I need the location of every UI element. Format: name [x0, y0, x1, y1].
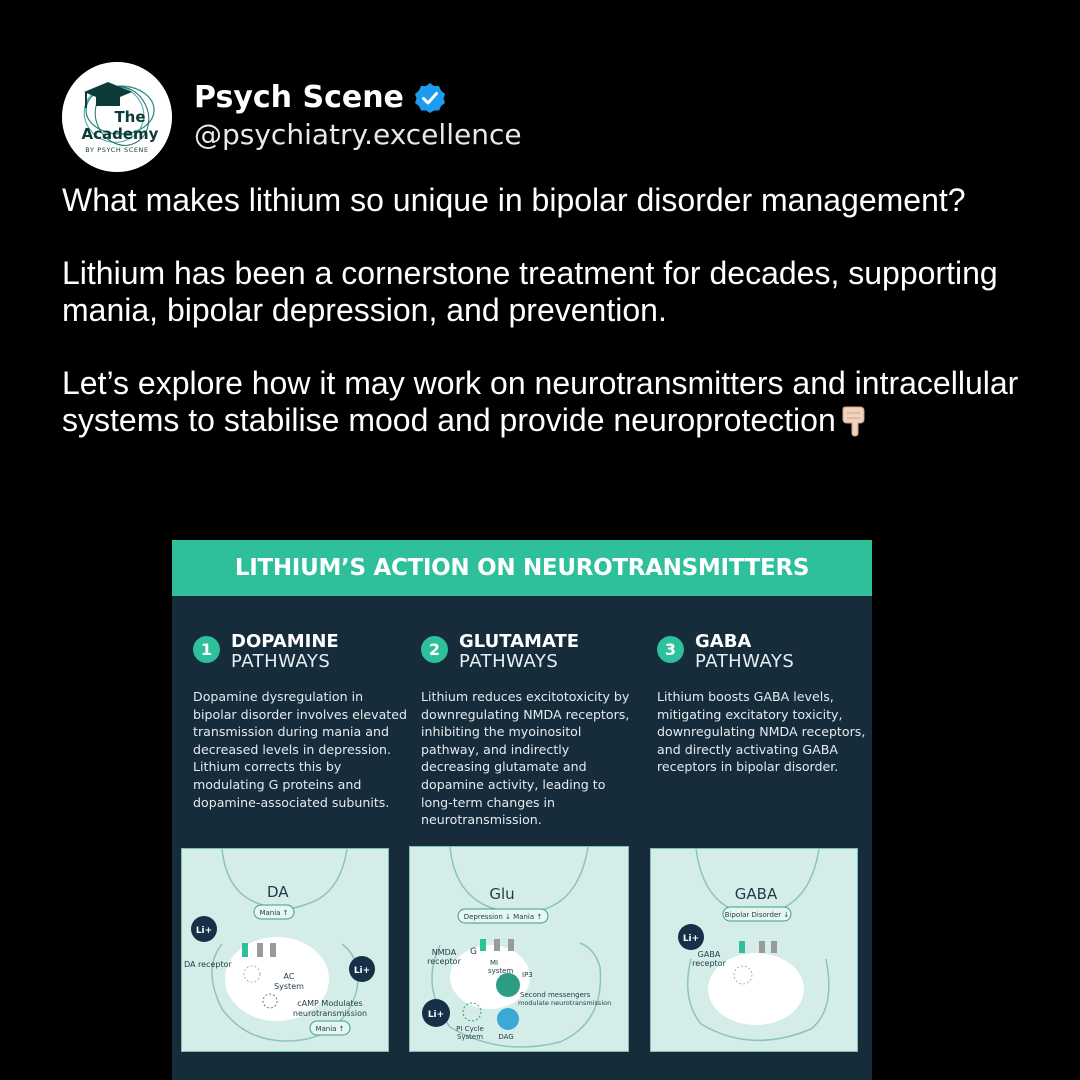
- column-heading: GABA PATHWAYS: [695, 632, 794, 672]
- tweet-paragraph: Lithium has been a cornerstone treatment…: [62, 255, 998, 328]
- svg-text:Academy: Academy: [82, 125, 159, 143]
- diagram-title: GABA: [735, 885, 778, 903]
- neurotransmission-label: neurotransmission: [293, 1009, 367, 1018]
- diagram-tag: Mania ↑: [259, 909, 288, 917]
- card-title: LITHIUM’S ACTION ON NEUROTRANSMITTERS: [234, 555, 810, 581]
- lithium-ion-label: Li+: [428, 1010, 444, 1020]
- receptor-label: DA receptor: [184, 960, 233, 969]
- g-protein-label: G: [470, 947, 477, 957]
- column-heading: GLUTAMATE PATHWAYS: [459, 632, 579, 672]
- lithium-ion-label: Li+: [354, 966, 370, 976]
- diagram-tag: Bipolar Disorder ↓: [725, 911, 790, 919]
- profile-handle[interactable]: @psychiatry.excellence: [194, 118, 522, 151]
- svg-text:The: The: [114, 108, 145, 126]
- gaba-label: GABA: [698, 950, 721, 959]
- backhand-index-pointing-down-icon: [842, 406, 865, 437]
- glutamate-diagram: Glu Depression ↓ Mania ↑ NMDA receptor G…: [409, 846, 629, 1052]
- gaba-diagram: GABA Bipolar Disorder ↓ Li+ GABA recepto…: [650, 848, 858, 1052]
- svg-text:BY PSYCH SCENE: BY PSYCH SCENE: [85, 146, 148, 154]
- ip3-label: IP3: [522, 971, 533, 979]
- step-number: 1: [193, 636, 220, 663]
- system-label: System: [274, 982, 304, 991]
- column-subtitle: PATHWAYS: [695, 651, 795, 672]
- column-subtitle: PATHWAYS: [231, 651, 331, 672]
- card-banner: LITHIUM’S ACTION ON NEUROTRANSMITTERS: [172, 540, 872, 596]
- verified-badge-icon: [414, 82, 445, 113]
- receptor-label: receptor: [427, 957, 461, 966]
- system-label: system: [488, 967, 513, 975]
- nmda-label: NMDA: [432, 948, 457, 957]
- diagram-tag: Mania ↑: [315, 1025, 344, 1033]
- tweet-text: What makes lithium so unique in bipolar …: [62, 182, 1022, 475]
- diagram-tag: Depression ↓ Mania ↑: [464, 913, 543, 921]
- receptor-label: receptor: [692, 959, 726, 968]
- pi-cycle-label: PI Cycle: [456, 1025, 484, 1033]
- dag-label: DAG: [498, 1033, 513, 1041]
- camp-label: cAMP Modulates: [297, 999, 362, 1008]
- column-subtitle: PATHWAYS: [459, 651, 559, 672]
- academy-logo: The Academy BY PSYCH SCENE: [62, 62, 172, 172]
- column-body: Lithium boosts GABA levels, mitigating e…: [657, 689, 866, 775]
- column-title: GABA: [695, 631, 752, 652]
- tweet-paragraph: What makes lithium so unique in bipolar …: [62, 182, 966, 218]
- step-number: 2: [421, 636, 448, 663]
- lithium-ion-label: Li+: [196, 926, 212, 936]
- infographic-card[interactable]: LITHIUM’S ACTION ON NEUROTRANSMITTERS 1 …: [172, 540, 872, 1080]
- profile-name-row: Psych Scene: [194, 80, 446, 115]
- second-messengers-label: Second messengers: [520, 991, 591, 999]
- column-body: Dopamine dysregulation in bipolar disord…: [193, 689, 407, 810]
- pi-system-label: System: [457, 1033, 483, 1041]
- lithium-ion-label: Li+: [683, 934, 699, 944]
- step-number: 3: [657, 636, 684, 663]
- ac-label: AC: [284, 972, 295, 981]
- mi-label: MI: [490, 959, 498, 967]
- column-heading: DOPAMINE PATHWAYS: [231, 632, 339, 672]
- column-title: DOPAMINE: [231, 631, 339, 652]
- avatar[interactable]: The Academy BY PSYCH SCENE: [62, 62, 172, 172]
- profile-name[interactable]: Psych Scene: [194, 80, 404, 115]
- column-title: GLUTAMATE: [459, 631, 580, 652]
- dopamine-diagram: DA Mania ↑ Li+ Li+ DA receptor AC System…: [181, 848, 389, 1052]
- modulate-label: modulate neurotransmission: [518, 999, 611, 1007]
- tweet-paragraph: Let’s explore how it may work on neurotr…: [62, 365, 1019, 438]
- diagram-title: Glu: [489, 885, 514, 903]
- column-body: Lithium reduces excitotoxicity by downre…: [421, 689, 630, 828]
- diagram-title: DA: [267, 883, 289, 901]
